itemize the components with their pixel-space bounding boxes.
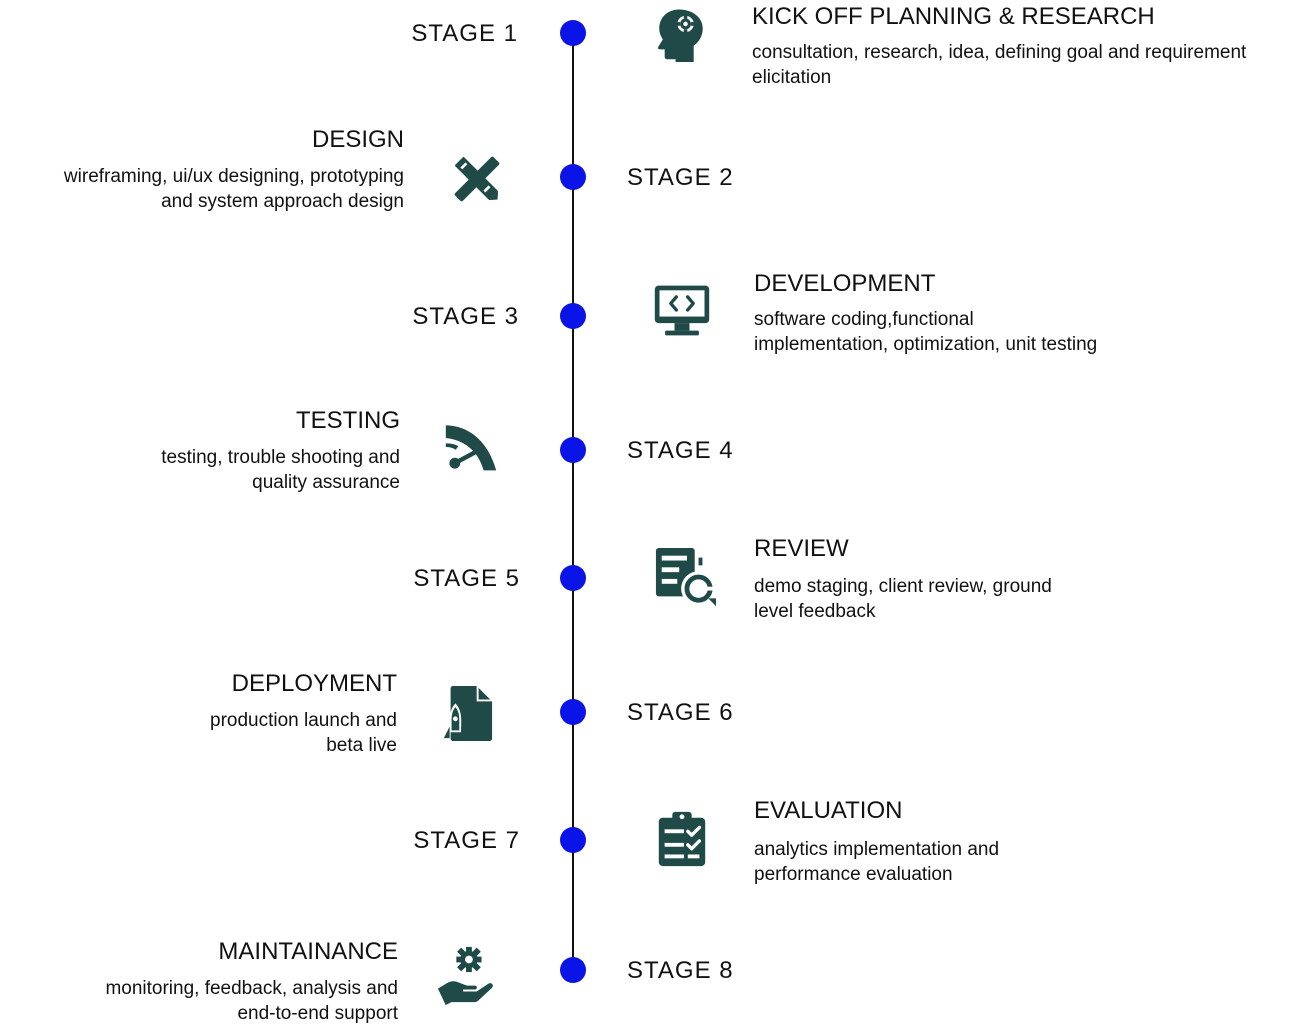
stage-7-label: STAGE 7	[413, 827, 520, 854]
ruler-pencil-icon	[448, 150, 506, 208]
stage-1-desc: consultation, research, idea, defining g…	[752, 40, 1246, 90]
stage-5-label: STAGE 5	[413, 565, 520, 592]
stage-6-dot	[560, 699, 586, 725]
stage-8-desc: monitoring, feedback, analysis and end-t…	[105, 976, 398, 1026]
stage-8-desc-line-1: monitoring, feedback, analysis and	[105, 978, 398, 999]
stage-5-desc: demo staging, client review, ground leve…	[754, 574, 1052, 624]
stage-1-block: KICK OFF PLANNING & RESEARCH consultatio…	[752, 3, 1246, 90]
stage-1-dot	[560, 20, 586, 46]
stage-1-desc-line-1: consultation, research, idea, defining g…	[752, 42, 1247, 63]
stage-4-desc: testing, trouble shooting and quality as…	[161, 445, 400, 495]
stage-6-title: DEPLOYMENT	[231, 670, 397, 697]
clipboard-check-icon	[654, 810, 710, 868]
stage-3-desc-line-1: software coding,functional	[754, 309, 974, 330]
stage-4-title: TESTING	[295, 407, 400, 434]
stage-7-desc: analytics implementation and performance…	[754, 837, 999, 887]
stage-6-block: DEPLOYMENT production launch and beta li…	[210, 670, 397, 758]
stage-2-desc-line-2: and system approach design	[161, 191, 404, 212]
stage-4-desc-line-2: quality assurance	[252, 472, 400, 493]
stage-7-title: EVALUATION	[754, 797, 903, 824]
stage-5-title: REVIEW	[754, 535, 849, 562]
stage-6-desc-line-1: production launch and	[210, 710, 397, 731]
stage-3-desc-line-2: implementation, optimization, unit testi…	[754, 334, 1098, 355]
stage-3-block: DEVELOPMENT software coding,functional i…	[754, 270, 1097, 357]
stage-3-dot	[560, 303, 586, 329]
stage-4-block: TESTING testing, trouble shooting and qu…	[161, 407, 400, 495]
stage-6-label: STAGE 6	[627, 699, 734, 726]
stage-4-desc-line-1: testing, trouble shooting and	[161, 447, 400, 468]
stage-8-title: MAINTAINANCE	[218, 938, 398, 965]
timeline-line	[572, 33, 574, 970]
stage-2-desc-line-1: wireframing, ui/ux designing, prototypin…	[63, 166, 404, 187]
rocket-document-icon	[440, 684, 494, 742]
stage-7-block: EVALUATION analytics implementation and …	[754, 797, 999, 887]
stage-4-label: STAGE 4	[627, 437, 734, 464]
stage-2-block: DESIGN wireframing, ui/ux designing, pro…	[64, 126, 404, 214]
stage-5-dot	[560, 565, 586, 591]
stage-2-desc: wireframing, ui/ux designing, prototypin…	[64, 164, 404, 214]
stage-4-dot	[560, 437, 586, 463]
stage-5-block: REVIEW demo staging, client review, grou…	[754, 535, 1052, 624]
gauge-icon	[442, 420, 500, 474]
stage-2-dot	[560, 164, 586, 190]
stage-5-desc-line-1: demo staging, client review, ground	[754, 576, 1052, 597]
stage-5-desc-line-2: level feedback	[754, 601, 876, 622]
stage-8-block: MAINTAINANCE monitoring, feedback, analy…	[105, 938, 398, 1026]
stage-2-title: DESIGN	[311, 126, 404, 153]
head-gear-icon	[652, 4, 710, 62]
stage-2-label: STAGE 2	[627, 164, 734, 191]
document-review-icon	[654, 546, 716, 608]
stage-1-title: KICK OFF PLANNING & RESEARCH	[752, 3, 1155, 30]
stage-1-label: STAGE 1	[411, 20, 518, 47]
code-monitor-icon	[652, 280, 712, 340]
stage-7-desc-line-1: analytics implementation and	[754, 839, 1000, 860]
stage-3-label: STAGE 3	[412, 303, 519, 330]
stage-8-desc-line-2: end-to-end support	[237, 1003, 398, 1024]
stage-6-desc: production launch and beta live	[210, 708, 397, 758]
stage-1-desc-line-2: elicitation	[752, 67, 832, 88]
stage-3-desc: software coding,functional implementatio…	[754, 307, 1097, 357]
stage-7-dot	[560, 827, 586, 853]
hand-gear-icon	[436, 944, 498, 1006]
stage-6-desc-line-2: beta live	[326, 735, 397, 756]
stage-7-desc-line-2: performance evaluation	[754, 864, 953, 885]
stage-8-label: STAGE 8	[627, 957, 734, 984]
stage-8-dot	[560, 957, 586, 983]
stage-3-title: DEVELOPMENT	[754, 270, 936, 297]
